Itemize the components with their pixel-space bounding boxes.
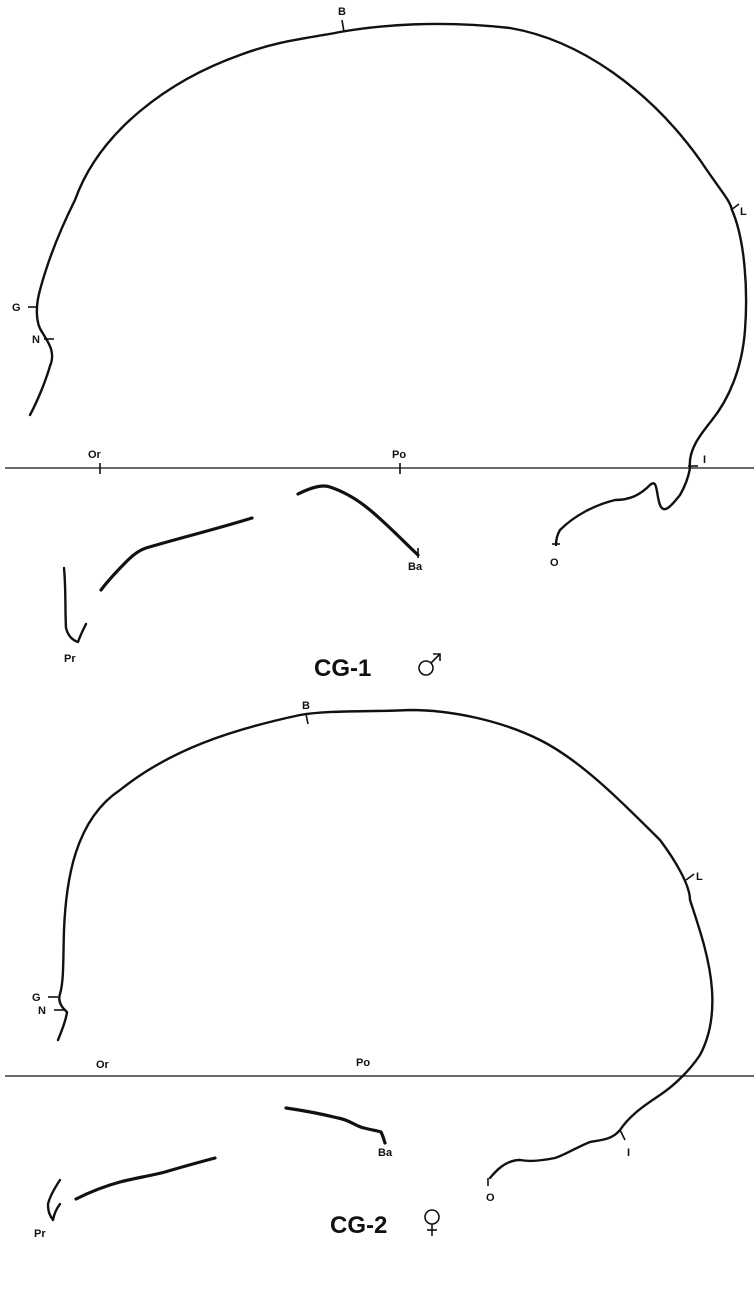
cg1-palate (99, 516, 254, 592)
cg2-label-ba: Ba (378, 1147, 393, 1159)
cg2-label-pr: Pr (34, 1228, 46, 1240)
cg1-label-n: N (32, 334, 40, 346)
cg2-label-n: N (38, 1005, 46, 1017)
cg1-label-or: Or (88, 449, 102, 461)
cg1-label-ba: Ba (408, 561, 423, 573)
cg2-label-g: G (32, 992, 41, 1004)
cg1-alveolar (62, 566, 88, 644)
cg1-cranial-base (296, 484, 420, 557)
cg2-label-o: O (486, 1192, 495, 1204)
cg2-palate (74, 1156, 217, 1201)
cg2-caption: CG-2 (330, 1212, 387, 1239)
cg2-tick-l (685, 873, 695, 881)
cg2-label-po: Po (356, 1057, 370, 1069)
skull-cg2: B L G N Or Po I Ba O Pr CG-2 (5, 700, 754, 1240)
cg2-cranial-base (284, 1106, 387, 1145)
cg1-label-b: B (338, 6, 346, 18)
cg1-caption: CG-1 (314, 655, 371, 682)
cg1-label-g: G (12, 302, 21, 314)
cg1-label-po: Po (392, 449, 406, 461)
cg1-tick-b (341, 19, 345, 33)
cg2-vault-outline (56, 708, 714, 1180)
cg1-label-pr: Pr (64, 653, 76, 665)
cg1-label-l: L (740, 206, 747, 218)
cg2-alveolar (46, 1178, 62, 1222)
cg2-label-i: I (627, 1147, 630, 1159)
cg1-vault-outline (28, 22, 748, 547)
cg2-label-l: L (696, 871, 703, 883)
cg1-label-i: I (703, 454, 706, 466)
cg2-tick-b (305, 713, 309, 725)
female-symbol-icon (424, 1209, 440, 1236)
skull-cg1: B L G N Or Po I Ba O Pr CG-1 (5, 6, 754, 682)
cg1-label-o: O (550, 557, 559, 569)
cg2-label-or: Or (96, 1059, 110, 1071)
cg2-label-b: B (302, 700, 310, 712)
cg2-tick-i (619, 1129, 626, 1141)
cg1-tick-l (730, 203, 740, 211)
male-symbol-icon (418, 653, 441, 676)
